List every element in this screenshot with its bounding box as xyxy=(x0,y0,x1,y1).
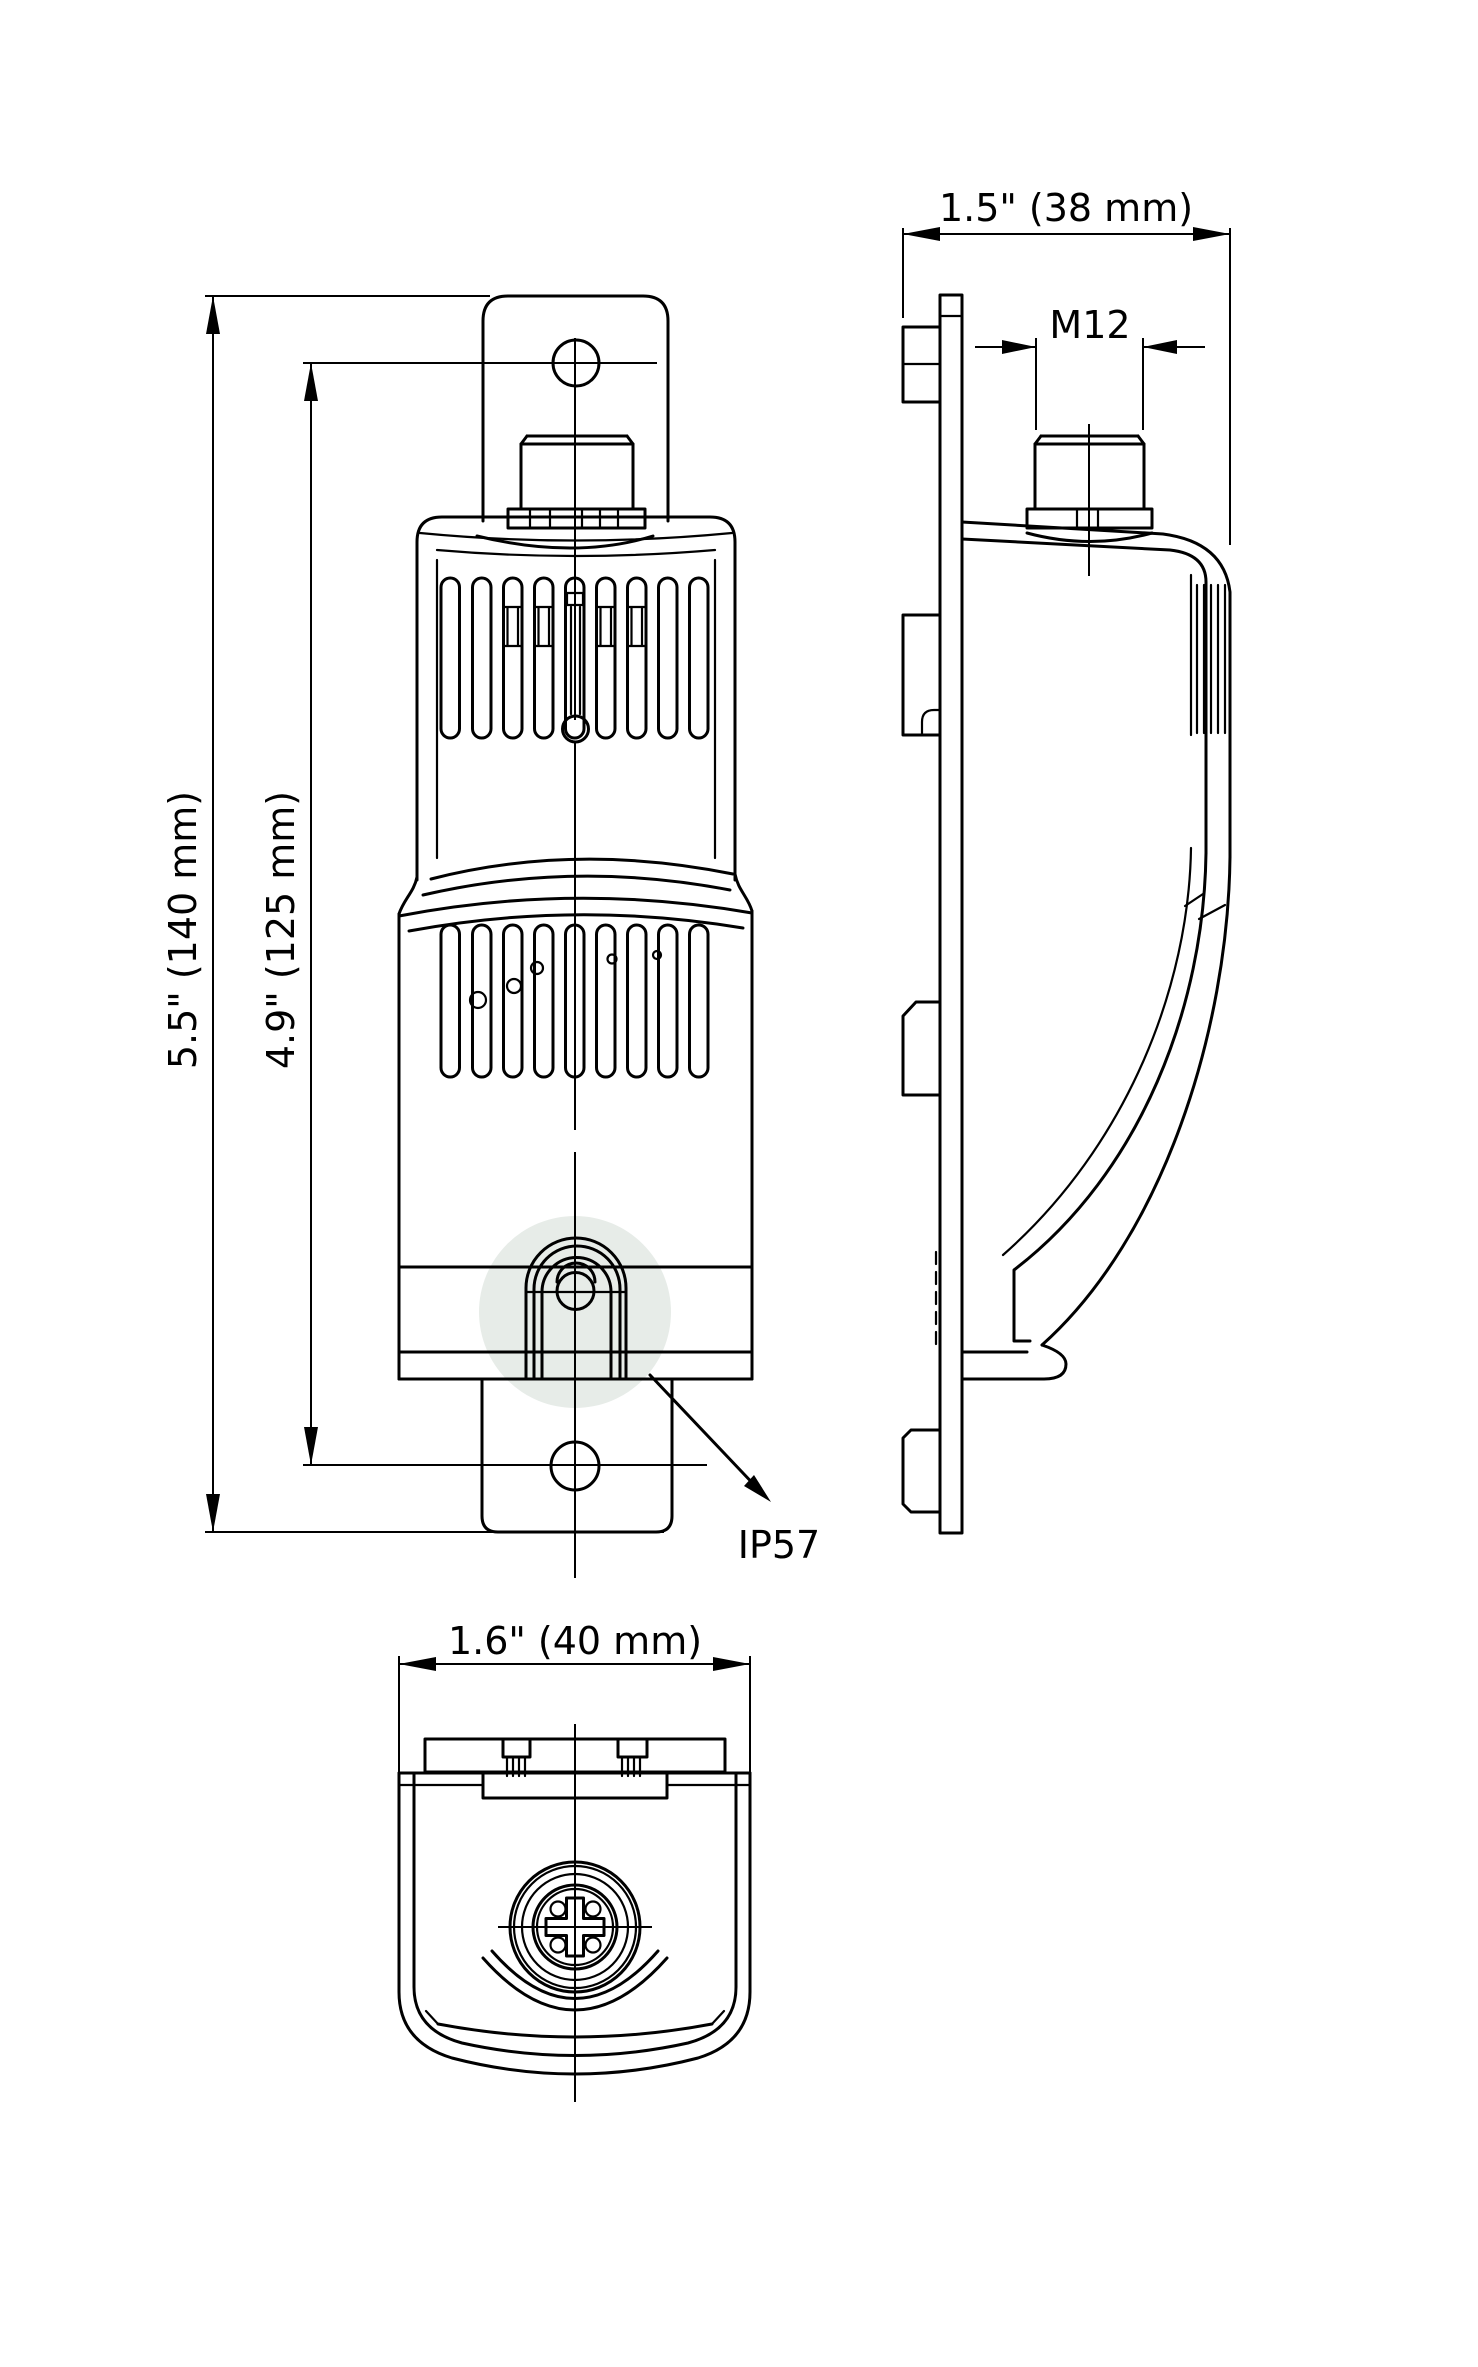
overall-height-label: 5.5" (140 mm) xyxy=(161,791,205,1069)
connector-pin xyxy=(584,1900,602,1918)
depth-label: 1.5" (38 mm) xyxy=(939,186,1193,230)
upper-vent-slots xyxy=(439,576,710,744)
edge-vent-hatch xyxy=(1195,583,1227,735)
drain-feature xyxy=(524,1236,628,1381)
lower-module-holes xyxy=(468,949,663,1010)
bottom-band-lines xyxy=(397,1265,754,1381)
side-view: M12 1.5" (38 mm) xyxy=(901,186,1232,1535)
top-mounting-hole xyxy=(551,338,601,388)
upper-module-topline3 xyxy=(435,548,717,558)
ip57-label: IP57 xyxy=(738,1523,820,1567)
ip57-leader-line xyxy=(648,1373,762,1493)
mounting-clips xyxy=(901,325,942,1514)
bottom-mounting-hole xyxy=(549,1440,601,1492)
hole-spacing-label: 4.9" (125 mm) xyxy=(259,791,303,1069)
upper-module-inner-sides xyxy=(435,558,717,860)
front-view: IP57 5.5" (140 mm) 4.9" (125 mm) xyxy=(161,294,820,1578)
upper-module-outline xyxy=(415,515,737,882)
bottom-housing xyxy=(397,1771,752,2076)
ip57-arrowhead xyxy=(744,1475,771,1502)
connector-pin xyxy=(549,1900,567,1918)
thread-label: M12 xyxy=(1049,303,1130,347)
upper-module-topline2 xyxy=(418,531,734,542)
connector-pin xyxy=(584,1936,602,1954)
m12-connector-face xyxy=(508,1860,642,1994)
top-mounting-tab xyxy=(481,294,670,523)
dimension-thread: M12 xyxy=(975,303,1205,430)
module-joint-seams xyxy=(1183,892,1227,921)
dimension-overall-height: 5.5" (140 mm) xyxy=(161,295,664,1533)
mounting-plate xyxy=(938,293,964,1535)
connector-key-cross xyxy=(544,1896,606,1958)
ip57-callout: IP57 xyxy=(648,1373,820,1567)
bottom-view: 1.6" (40 mm) xyxy=(397,1619,752,2102)
side-body xyxy=(960,520,1232,1381)
dimension-width: 1.6" (40 mm) xyxy=(398,1619,751,1778)
lower-module-sides xyxy=(397,909,754,1381)
dimension-hole-spacing: 4.9" (125 mm) xyxy=(259,363,318,1465)
connector-pin xyxy=(549,1936,567,1954)
m12-connector-side xyxy=(1025,424,1154,576)
lower-vent-slots xyxy=(439,923,710,1079)
m12-connector-front xyxy=(475,434,655,550)
width-label: 1.6" (40 mm) xyxy=(448,1619,702,1663)
dimension-depth: 1.5" (38 mm) xyxy=(902,186,1231,545)
